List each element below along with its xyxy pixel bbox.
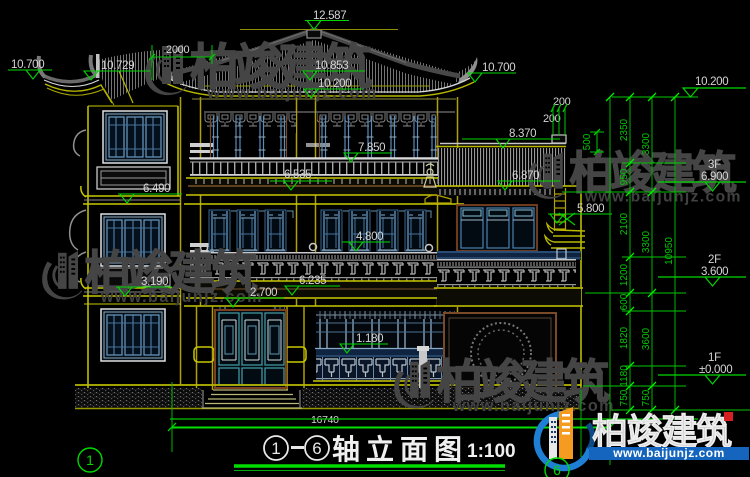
- svg-text:10.853: 10.853: [315, 60, 348, 72]
- svg-text:1.180: 1.180: [356, 333, 383, 345]
- svg-text:±0.000: ±0.000: [699, 364, 732, 376]
- svg-text:1:100: 1:100: [467, 441, 516, 462]
- svg-text:10.700: 10.700: [482, 62, 515, 74]
- svg-text:1200: 1200: [619, 263, 630, 286]
- svg-text:6.535: 6.535: [284, 169, 311, 181]
- svg-text:750: 750: [619, 389, 630, 406]
- svg-text:3F: 3F: [708, 159, 721, 171]
- svg-text:10950: 10950: [664, 237, 675, 265]
- svg-text:6: 6: [553, 462, 561, 477]
- svg-text:2F: 2F: [708, 254, 721, 266]
- svg-text:16740: 16740: [311, 414, 339, 426]
- svg-text:4.800: 4.800: [356, 231, 383, 243]
- svg-text:2.700: 2.700: [250, 287, 277, 299]
- svg-text:6.235: 6.235: [299, 275, 326, 287]
- svg-text:10.200: 10.200: [695, 76, 728, 88]
- svg-text:2350: 2350: [619, 118, 630, 141]
- svg-text:5.800: 5.800: [577, 203, 604, 215]
- svg-text:3300: 3300: [641, 132, 652, 155]
- svg-text:10.729: 10.729: [101, 60, 134, 72]
- svg-text:950: 950: [619, 168, 630, 185]
- svg-text:1820: 1820: [619, 326, 630, 349]
- svg-text:3300: 3300: [641, 230, 652, 253]
- svg-text:7.850: 7.850: [358, 142, 385, 154]
- svg-text:10.200: 10.200: [318, 78, 351, 90]
- svg-text:1F: 1F: [708, 352, 721, 364]
- svg-text:柏竣建筑: 柏竣建筑: [592, 411, 732, 452]
- svg-text:3.600: 3.600: [701, 266, 728, 278]
- svg-text:200: 200: [553, 96, 571, 108]
- svg-text:1: 1: [271, 439, 280, 458]
- svg-text:8.370: 8.370: [509, 128, 536, 140]
- svg-text:500: 500: [582, 133, 593, 150]
- svg-text:3600: 3600: [641, 327, 652, 350]
- svg-text:750: 750: [641, 389, 652, 406]
- svg-text:600: 600: [619, 293, 630, 310]
- svg-text:6.900: 6.900: [701, 171, 728, 183]
- svg-text:6.490: 6.490: [143, 183, 170, 195]
- svg-text:2100: 2100: [619, 212, 630, 235]
- svg-text:200: 200: [543, 113, 561, 125]
- svg-text:10.700: 10.700: [11, 59, 44, 71]
- svg-text:3.190: 3.190: [141, 276, 168, 288]
- svg-text:12.587: 12.587: [313, 10, 346, 22]
- svg-text:6.870: 6.870: [512, 170, 539, 182]
- svg-text:1: 1: [86, 452, 94, 468]
- svg-text:2000: 2000: [166, 44, 189, 56]
- svg-text:1180: 1180: [619, 365, 630, 387]
- svg-text:www.baijunjz.com: www.baijunjz.com: [612, 446, 725, 460]
- svg-text:6: 6: [312, 439, 321, 458]
